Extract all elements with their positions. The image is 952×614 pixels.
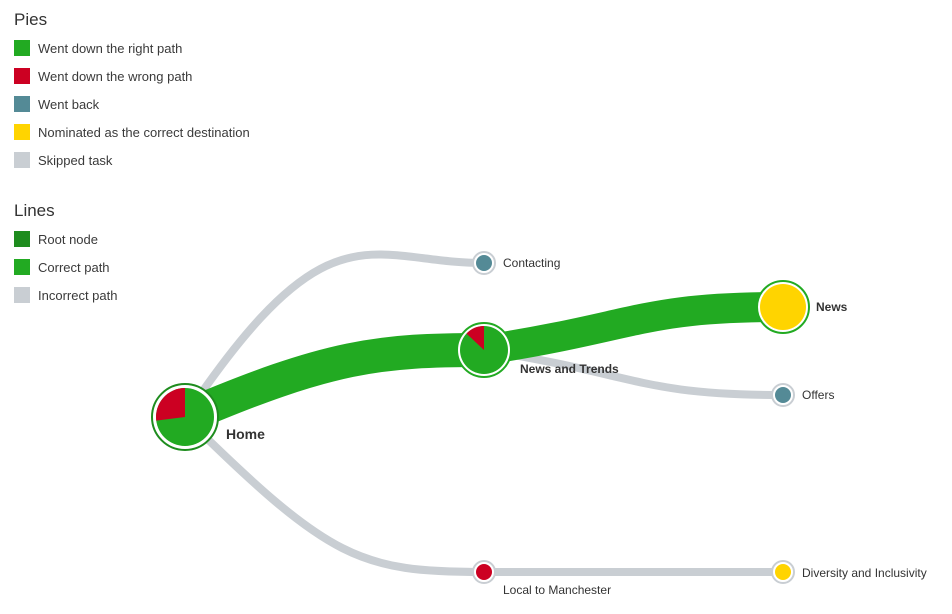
diversity-pie	[775, 564, 791, 580]
node-news-and-trends[interactable]: News and Trends	[456, 322, 619, 378]
root-node-swatch	[14, 231, 30, 247]
wrong-path-swatch	[14, 68, 30, 84]
legend-label: Correct path	[38, 259, 110, 275]
news-label: News	[816, 300, 848, 314]
correct-path-swatch	[14, 259, 30, 275]
legend-item-correct-path: Correct path	[14, 259, 110, 275]
path-newstrends-offers	[480, 346, 787, 399]
news-pie	[760, 284, 806, 330]
contacting-pie	[476, 255, 492, 271]
legend-label: Went back	[38, 96, 100, 112]
nominated-swatch	[14, 124, 30, 140]
home-pie-wrong	[156, 388, 185, 421]
diversity-label: Diversity and Inclusivity	[802, 566, 927, 580]
node-offers[interactable]: Offers	[771, 383, 834, 407]
legend-item-incorrect-path: Incorrect path	[14, 287, 118, 303]
skipped-swatch	[14, 152, 30, 168]
incorrect-path-swatch	[14, 287, 30, 303]
newstrends-pie-wrong	[466, 326, 484, 350]
went-back-swatch	[14, 96, 30, 112]
newstrends-label: News and Trends	[520, 362, 619, 376]
path-home-local-diversity	[181, 413, 787, 576]
local-pie	[476, 564, 492, 580]
offers-label: Offers	[802, 388, 834, 402]
path-newstrends-news	[481, 292, 784, 365]
path-home-newstrends	[178, 333, 485, 433]
node-home[interactable]: Home	[151, 383, 265, 451]
legend-item-nominated: Nominated as the correct destination	[14, 124, 250, 140]
legend-label: Root node	[38, 231, 98, 247]
node-diversity-and-inclusivity[interactable]: Diversity and Inclusivity	[771, 560, 927, 584]
node-news[interactable]: News	[756, 280, 848, 334]
legend-item-wrong-path: Went down the wrong path	[14, 68, 192, 84]
legend-label: Nominated as the correct destination	[38, 124, 250, 140]
legend-label: Incorrect path	[38, 287, 118, 303]
legend-item-right-path: Went down the right path	[14, 40, 182, 56]
node-contacting[interactable]: Contacting	[472, 251, 560, 275]
legend-item-skipped: Skipped task	[14, 152, 112, 168]
path-home-contacting	[181, 250, 488, 421]
legend-lines-title: Lines	[14, 201, 55, 220]
contacting-label: Contacting	[503, 256, 560, 270]
legend-label: Went down the wrong path	[38, 68, 193, 84]
legend-label: Skipped task	[38, 152, 113, 168]
legend-pies-title: Pies	[14, 10, 48, 29]
node-local-to-manchester[interactable]: Local to Manchester	[472, 560, 611, 597]
right-path-swatch	[14, 40, 30, 56]
legend-item-root-node: Root node	[14, 231, 98, 247]
offers-pie	[775, 387, 791, 403]
home-label: Home	[226, 426, 265, 442]
legend-item-went-back: Went back	[14, 96, 99, 112]
local-label: Local to Manchester	[503, 583, 611, 597]
legend-label: Went down the right path	[38, 40, 183, 56]
